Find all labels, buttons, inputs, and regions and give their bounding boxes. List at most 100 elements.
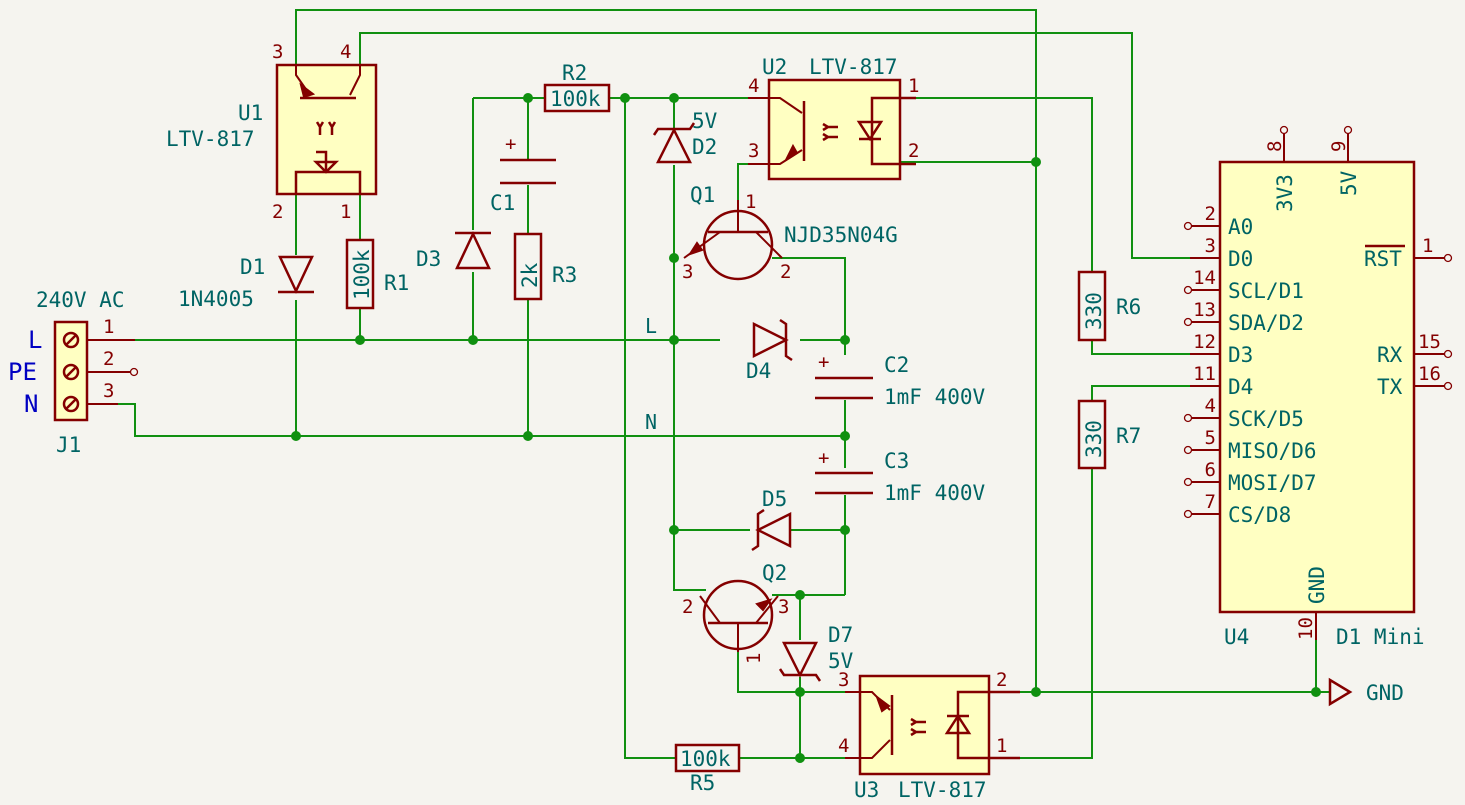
u4-nc-marker xyxy=(1183,445,1193,455)
d3-diode: D3 xyxy=(416,231,491,271)
r1-resistor: 100k R1 xyxy=(345,238,409,310)
junctions xyxy=(291,93,1321,763)
d5-zener: D5 xyxy=(751,487,792,552)
u1-pin3: 3 xyxy=(272,41,283,63)
r2-resistor: 100k R2 xyxy=(543,61,611,113)
r3-resistor: 2k R3 xyxy=(513,232,577,301)
u4-left-pin-num: 12 xyxy=(1193,331,1216,353)
c3-value: 1mF 400V xyxy=(884,481,986,505)
r3-value: 2k xyxy=(518,262,542,288)
u4-d1-mini-module: 8 9 3V3 5V 1 15 16 RST RX TX 10 GND U4 D… xyxy=(1183,125,1453,649)
j1-terminal-block: 1 2 3 L PE N 240V AC J1 xyxy=(8,288,139,457)
u4-nc-marker xyxy=(1183,509,1193,519)
u2-pin3: 3 xyxy=(748,140,759,162)
u4-pin8-num: 8 xyxy=(1264,141,1286,152)
j1-pin3: 3 xyxy=(103,380,114,402)
u1-pin2: 2 xyxy=(272,201,283,223)
r5-ref: R5 xyxy=(690,771,715,795)
u2-pin2: 2 xyxy=(908,140,919,162)
u3-pin4: 4 xyxy=(838,735,849,757)
c3-capacitor: + C3 1mF 400V xyxy=(815,447,986,505)
u4-pin16-num: 16 xyxy=(1418,363,1441,385)
u4-left-pin-name: D4 xyxy=(1228,375,1253,399)
d4-zener: D4 xyxy=(746,318,793,383)
j1-value: 240V AC xyxy=(36,288,125,312)
u4-nc-marker xyxy=(1183,477,1193,487)
r5-value: 100k xyxy=(680,747,731,771)
r6-resistor: 330 R6 xyxy=(1077,270,1141,342)
c1-plus: + xyxy=(505,133,516,155)
c1-capacitor: + C1 xyxy=(490,133,556,215)
d2-ref: D2 xyxy=(692,135,717,159)
q2-pin2: 2 xyxy=(682,596,693,618)
r5-resistor: 100k R5 xyxy=(674,743,741,795)
c1-ref: C1 xyxy=(490,191,515,215)
u4-left-pin-num: 7 xyxy=(1205,491,1216,513)
u4-left-pin-num: 13 xyxy=(1193,299,1216,321)
r6-ref: R6 xyxy=(1116,295,1141,319)
u4-left-pin-name: MOSI/D7 xyxy=(1228,471,1317,495)
q1-value: NJD35N04G xyxy=(784,223,898,247)
u4-pin9-name: 5V xyxy=(1337,170,1361,196)
u2-value: LTV-817 xyxy=(809,55,898,79)
u4-pin15-num: 15 xyxy=(1418,331,1441,353)
u4-left-pin-name: MISO/D6 xyxy=(1228,439,1317,463)
d1-diode: D1 1N4005 xyxy=(178,255,314,311)
u4-left-pin-num: 2 xyxy=(1205,203,1216,225)
u4-pin16-name: TX xyxy=(1377,375,1403,399)
u3-pin1: 1 xyxy=(996,735,1007,757)
d1-value: 1N4005 xyxy=(178,287,254,311)
q1-ref: Q1 xyxy=(690,183,715,207)
u4-pin10-num: 10 xyxy=(1295,617,1317,640)
r7-resistor: 330 R7 xyxy=(1077,399,1141,470)
r1-ref: R1 xyxy=(384,271,409,295)
d2-value: 5V xyxy=(692,109,718,133)
r6-value: 330 xyxy=(1082,292,1106,330)
u2-pin1: 1 xyxy=(908,75,919,97)
u4-left-pin-name: SCL/D1 xyxy=(1228,279,1304,303)
c2-value: 1mF 400V xyxy=(884,385,986,409)
u4-nc-marker xyxy=(1183,317,1193,327)
q1-pin3: 3 xyxy=(682,261,693,283)
u3-ref: U3 xyxy=(854,778,879,802)
u4-left-pin-name: D3 xyxy=(1228,343,1253,367)
r7-value: 330 xyxy=(1082,420,1106,458)
u4-left-pin-name: SDA/D2 xyxy=(1228,311,1304,335)
gnd-label: GND xyxy=(1366,681,1404,705)
u4-pin15-name: RX xyxy=(1377,343,1403,367)
q2-transistor: 2 3 1 Q2 xyxy=(682,561,789,664)
c3-plus: + xyxy=(818,447,829,469)
u4-left-pin-name: CS/D8 xyxy=(1228,503,1291,527)
c2-plus: + xyxy=(818,351,829,373)
u4-left-pin-num: 5 xyxy=(1205,427,1216,449)
u4-pin1-name: RST xyxy=(1364,247,1402,271)
d4-ref: D4 xyxy=(746,359,771,383)
u4-left-pin-num: 4 xyxy=(1205,395,1216,417)
u1-pin1: 1 xyxy=(340,201,351,223)
j1-label-l: L xyxy=(28,326,42,354)
u4-value: D1 Mini xyxy=(1336,625,1425,649)
q1-pin1: 1 xyxy=(745,191,756,213)
u4-ref: U4 xyxy=(1224,625,1249,649)
q2-pin1: 1 xyxy=(743,653,765,664)
j1-ref: J1 xyxy=(56,433,81,457)
net-label-l: L xyxy=(645,314,657,338)
u4-left-pin-num: 6 xyxy=(1205,459,1216,481)
q2-pin3: 3 xyxy=(778,596,789,618)
u4-left-pin-name: SCK/D5 xyxy=(1228,407,1304,431)
c3-ref: C3 xyxy=(884,449,909,473)
u1-ref: U1 xyxy=(238,101,263,125)
u4-pin10-name: GND xyxy=(1305,566,1329,604)
u3-value: LTV-817 xyxy=(898,778,987,802)
wires xyxy=(118,9,1330,759)
u2-optocoupler: 4 3 1 2 U2 LTV-817 xyxy=(748,55,919,181)
c2-ref: C2 xyxy=(884,353,909,377)
net-label-n: N xyxy=(645,410,657,434)
c2-capacitor: + C2 1mF 400V xyxy=(815,351,986,409)
q2-ref: Q2 xyxy=(762,561,787,585)
d1-ref: D1 xyxy=(240,255,265,279)
u4-nc-marker xyxy=(1183,413,1193,423)
u1-value: LTV-817 xyxy=(166,127,255,151)
